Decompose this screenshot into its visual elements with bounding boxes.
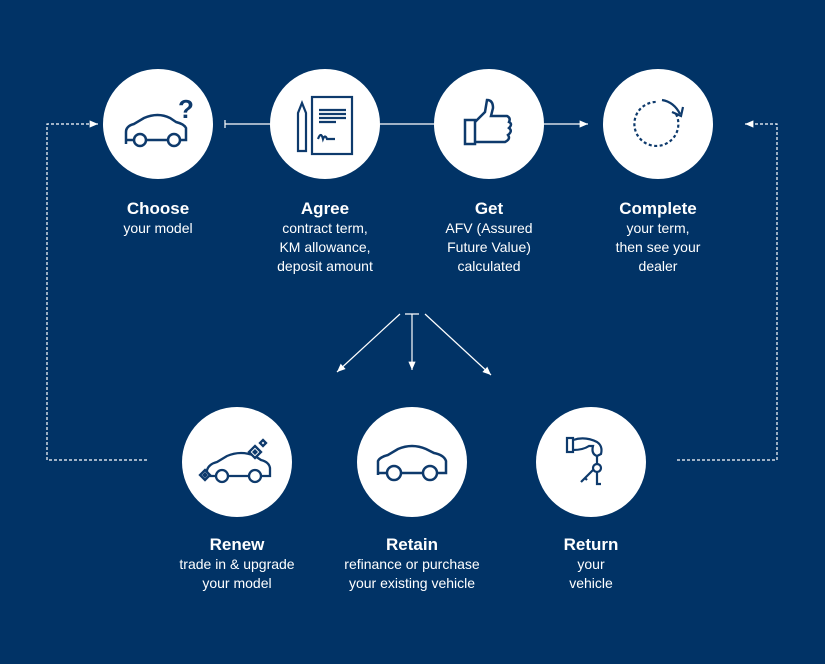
svg-text:?: ? (178, 94, 194, 124)
option-desc: trade in & upgrade (179, 556, 295, 572)
step-agree-circle (270, 69, 380, 179)
loop-return-to-complete (677, 120, 778, 461)
option-desc: vehicle (569, 575, 613, 591)
step-title: Complete (619, 199, 697, 218)
step-desc: AFV (Assured (445, 220, 533, 236)
step-choose-label: Choose your model (73, 199, 243, 238)
step-desc: your term, (626, 220, 690, 236)
step-complete-circle (603, 69, 713, 179)
option-return-circle (536, 407, 646, 517)
option-renew-label: Renew trade in & upgrade your model (152, 535, 322, 593)
arrow-renew (336, 313, 401, 373)
step-title: Get (474, 199, 504, 218)
option-desc: your (577, 556, 605, 572)
step-desc: your model (123, 220, 193, 236)
step-desc: contract term, (282, 220, 368, 236)
hand-keys-icon (565, 436, 603, 486)
car-question-icon: ? (124, 94, 194, 148)
step-desc: then see your (615, 239, 701, 255)
cycle-arrow-icon (633, 98, 685, 147)
step-desc: deposit amount (277, 258, 373, 274)
arrow-return (424, 313, 492, 376)
sparkling-car-icon (198, 438, 272, 484)
step-choose-circle: ? (103, 69, 213, 179)
contract-pencil-icon (296, 95, 354, 156)
step-get-circle (434, 69, 544, 179)
step-desc: dealer (638, 258, 678, 274)
thumbs-up-icon (463, 98, 513, 146)
arrow-retain (405, 313, 419, 370)
option-desc: your model (202, 575, 272, 591)
option-title: Return (563, 535, 619, 554)
loop-renew-to-choose (46, 120, 147, 461)
option-title: Retain (386, 535, 438, 554)
option-title: Renew (209, 535, 265, 554)
connector-choose-agree (224, 120, 270, 128)
car-icon (376, 444, 448, 482)
step-title: Agree (300, 199, 350, 218)
option-renew-circle (182, 407, 292, 517)
option-desc: refinance or purchase (344, 556, 480, 572)
option-desc: your existing vehicle (348, 575, 476, 591)
step-complete-label: Complete your term, then see your dealer (573, 199, 743, 276)
step-desc: Future Value) (447, 239, 531, 255)
step-desc: calculated (457, 258, 521, 274)
step-title: Choose (126, 199, 190, 218)
step-agree-label: Agree contract term, KM allowance, deposit … (240, 199, 410, 276)
option-retain-label: Retain refinance or purchase your existing… (327, 535, 497, 593)
option-return-label: Return your vehicle (506, 535, 676, 593)
option-retain-circle (357, 407, 467, 517)
step-desc: KM allowance, (279, 239, 371, 255)
